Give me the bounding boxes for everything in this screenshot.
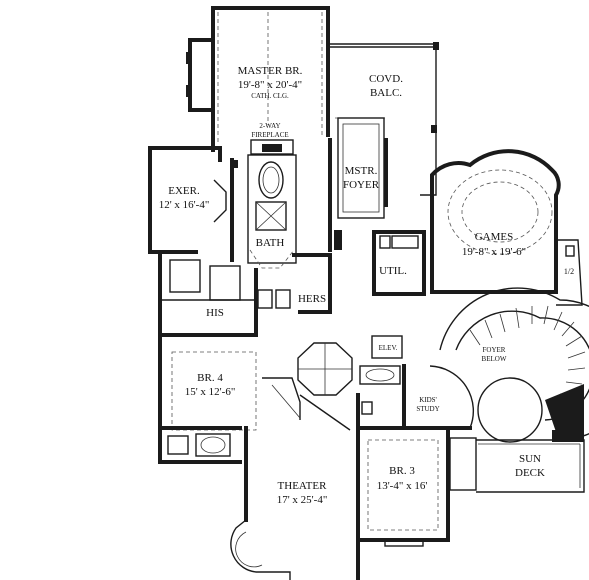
sun-deck-line1: SUN xyxy=(519,453,541,465)
mstr-foyer-line1: MSTR. xyxy=(345,165,378,177)
kids-study xyxy=(402,364,475,430)
master-bedroom xyxy=(211,6,330,152)
master-br-label: MASTER BR. xyxy=(238,65,303,77)
mstr-foyer-line2: FOYER xyxy=(343,179,380,191)
elev-label: ELEV. xyxy=(379,344,398,352)
exercise-room xyxy=(148,146,238,262)
theater-dims: 17' x 25'-4" xyxy=(277,494,328,506)
kids-study-line1: KIDS' xyxy=(419,396,437,404)
room-labels: MASTER BR. 19'-8" x 20'-4" CATH. CLG. CO… xyxy=(159,65,574,506)
bedroom-4 xyxy=(158,333,301,464)
kids-study-line2: STUDY xyxy=(416,405,439,413)
foyer-below xyxy=(439,287,589,443)
utility-room xyxy=(372,230,426,296)
his-label: HIS xyxy=(206,307,224,319)
games-dims: 19'-8" x 19'-6" xyxy=(462,246,526,258)
exer-dims: 12' x 16'-4" xyxy=(159,199,210,211)
covd-balc-line2: BALC. xyxy=(370,87,402,99)
games-room xyxy=(430,149,583,306)
his-closet xyxy=(158,250,258,337)
theater xyxy=(230,393,360,580)
sun-deck-line2: DECK xyxy=(515,467,545,479)
octagon-hall xyxy=(297,342,353,396)
fireplace-line1: 2-WAY xyxy=(259,122,280,130)
br3-label: BR. 3 xyxy=(389,465,415,477)
half-bath-label: 1/2 xyxy=(564,267,574,276)
hers-closet xyxy=(254,230,342,337)
foyer-below-line1: FOYER xyxy=(483,346,506,354)
bedroom-3 xyxy=(356,426,477,547)
fireplace-line2: FIREPLACE xyxy=(251,131,288,139)
covd-balc-line1: COVD. xyxy=(369,73,403,85)
bath-core xyxy=(247,139,297,269)
master-foyer xyxy=(328,117,388,252)
foyer-below-line2: BELOW xyxy=(482,355,507,363)
theater-label: THEATER xyxy=(278,480,328,492)
br4-label: BR. 4 xyxy=(197,372,223,384)
hers-label: HERS xyxy=(298,293,326,305)
kids-bath xyxy=(359,365,401,415)
bath-label: BATH xyxy=(256,237,285,249)
master-br-note: CATH. CLG. xyxy=(251,92,289,100)
br4-dims: 15' x 12'-6" xyxy=(185,386,236,398)
master-bay-left xyxy=(186,38,215,112)
master-br-dims: 19'-8" x 20'-4" xyxy=(238,79,302,91)
elevator xyxy=(371,335,403,359)
sun-deck xyxy=(476,430,585,493)
games-label: GAMES xyxy=(475,231,514,243)
util-label: UTIL. xyxy=(379,265,407,277)
br3-dims: 13'-4" x 16' xyxy=(377,480,428,492)
exer-label: EXER. xyxy=(168,185,200,197)
